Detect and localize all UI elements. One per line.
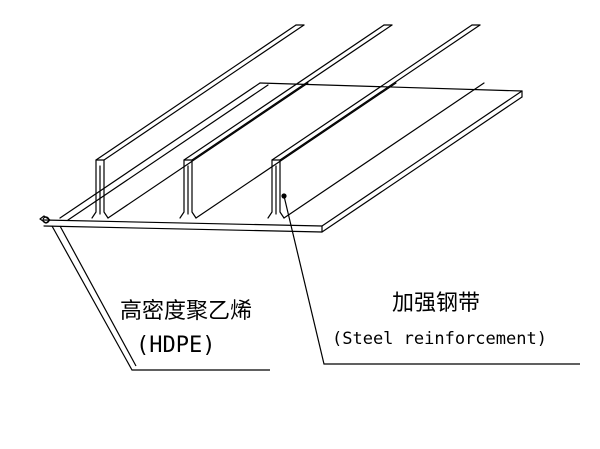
label-steel-chinese: 加强钢带 — [392, 291, 480, 316]
rib-front-section — [91, 159, 109, 219]
rib-top-edge-left — [183, 24, 385, 161]
steel-leader — [281, 193, 580, 365]
label-hdpe-english: (HDPE) — [136, 333, 215, 358]
hdpe-leader-line — [51, 225, 270, 371]
hdpe-leader — [51, 225, 270, 371]
base-plate-edge-bead — [42, 216, 50, 224]
rib-front-section — [179, 159, 197, 219]
base-plate-bottom-edge — [321, 96, 523, 233]
rib-foot-edge — [283, 82, 485, 219]
label-steel-english: (Steel reinforcement) — [332, 329, 547, 349]
rib-foot-edge — [195, 82, 397, 219]
rib-foot-edge — [107, 82, 309, 219]
steel-leader-line — [283, 195, 580, 365]
hdpe-leader-line-inner — [59, 225, 137, 367]
base-plate-top-edge — [321, 90, 523, 227]
rib-top-edge-right — [103, 24, 305, 161]
rib-front-section — [267, 159, 285, 219]
base-plate-back-edge — [59, 82, 261, 219]
profile-drawing — [39, 24, 523, 233]
base-plate-front — [43, 219, 323, 233]
label-hdpe-chinese: 高密度聚乙烯 — [120, 299, 252, 324]
base-plate-fillet-line — [67, 84, 269, 221]
rib-top-edge-right — [279, 24, 481, 161]
steel-leader-dot — [281, 193, 287, 199]
rib-top-edge-right — [191, 24, 393, 161]
rib-top-edge-left — [95, 24, 297, 161]
rib-top-edge-left — [271, 24, 473, 161]
